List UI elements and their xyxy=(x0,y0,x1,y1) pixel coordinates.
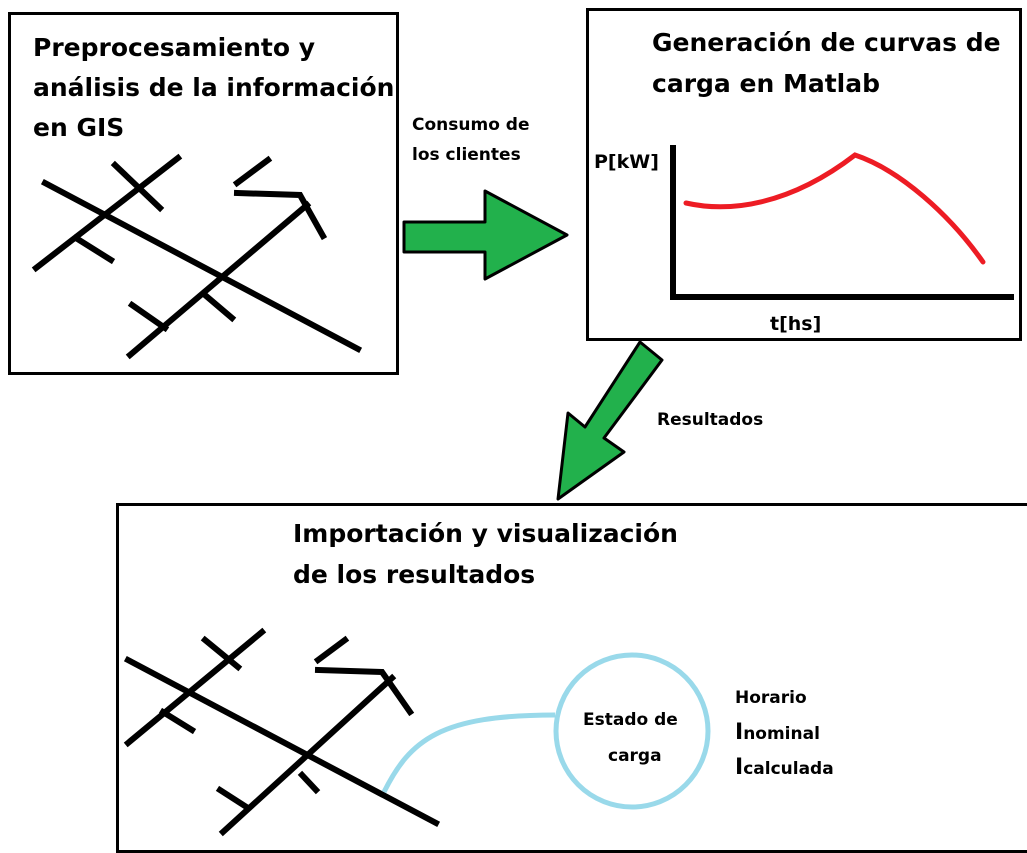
side-label-inominal: Inominal xyxy=(735,720,820,746)
network-diagram-icon xyxy=(31,153,363,360)
arrow2-label: Resultados xyxy=(657,410,764,430)
arrow1-label-line2: los clientes xyxy=(412,145,521,165)
side-label-icalculada-cap: I xyxy=(735,755,744,780)
right-arrow-icon xyxy=(402,189,569,281)
gis-box-title-line3: en GIS xyxy=(33,113,125,142)
network-diagram-icon xyxy=(123,627,441,837)
arrow1-label-line1: Consumo de xyxy=(412,115,530,135)
side-label-inominal-cap: I xyxy=(735,720,744,745)
matlab-curves-box xyxy=(586,8,1022,341)
circle-label-line2: carga xyxy=(608,746,662,766)
y-axis-label: P[kW] xyxy=(594,151,659,173)
side-label-icalculada-rest: calculada xyxy=(743,759,834,779)
results-box-title-line2: de los resultados xyxy=(293,560,536,589)
x-axis-label: t[hs] xyxy=(770,313,822,335)
matlab-box-title-line2: carga en Matlab xyxy=(652,69,880,98)
link-curve xyxy=(381,712,556,794)
down-left-arrow-icon xyxy=(556,340,664,501)
gis-preprocessing-box xyxy=(8,12,399,375)
state-circle-icon xyxy=(553,652,711,810)
circle-label-line1: Estado de xyxy=(583,710,678,730)
side-label-icalculada: Icalculada xyxy=(735,755,834,781)
load-curve-icon xyxy=(670,145,1014,300)
side-label-horario: Horario xyxy=(735,688,807,708)
results-box-title-line1: Importación y visualización xyxy=(293,519,678,548)
gis-box-title-line1: Preprocesamiento y xyxy=(33,33,316,62)
matlab-box-title-line1: Generación de curvas de xyxy=(652,28,1001,57)
side-label-inominal-rest: nominal xyxy=(743,724,820,744)
gis-box-title-line2: análisis de la información xyxy=(33,73,395,102)
